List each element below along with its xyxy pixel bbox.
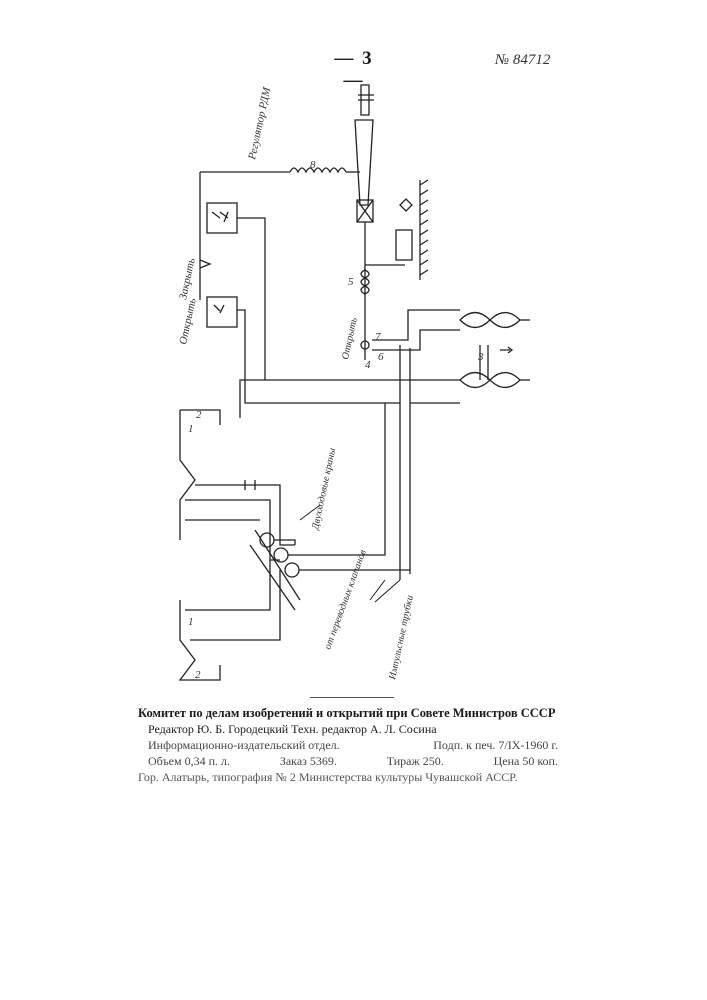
- price: Цена 50 коп.: [494, 753, 558, 769]
- num-1-upper: 1: [188, 423, 194, 435]
- label-open: Открыть: [177, 297, 198, 345]
- wall-hatch: [420, 180, 428, 280]
- label-twoway-valves: Двухходовые краны: [310, 447, 338, 532]
- num-8: 8: [310, 159, 316, 171]
- dept-line: Информационно-издательский отдел. Подп. …: [138, 737, 558, 753]
- label-from-valves: от переводных клапанов: [322, 548, 368, 651]
- label-open-left: Открыть: [340, 316, 360, 360]
- printer-line: Гор. Алатырь, типография № 2 Министерств…: [138, 769, 558, 785]
- num-3: 3: [477, 351, 484, 363]
- valve-lower: [460, 373, 520, 388]
- dept: Информационно-издательский отдел.: [148, 737, 340, 753]
- wing-nut: [400, 199, 412, 211]
- label-impulse-tubes: Импульсные трубки: [387, 594, 416, 681]
- relay-box-lower: [207, 297, 237, 327]
- num-2-upper: 2: [196, 409, 202, 421]
- num-5: 5: [348, 276, 354, 288]
- volume-line: Объем 0,34 п. л. Заказ 5369. Тираж 250. …: [138, 753, 558, 769]
- relay-box-upper: [207, 203, 237, 233]
- volume: Объем 0,34 п. л.: [148, 753, 230, 769]
- num-6: 6: [378, 351, 384, 363]
- signed-date: Подп. к печ. 7/IX-1960 г.: [433, 737, 558, 753]
- num-2-lower: 2: [195, 669, 201, 681]
- switch-close: [200, 260, 210, 268]
- valve-circle-3: [285, 563, 299, 577]
- num-7: 7: [375, 331, 381, 343]
- lever-main: [355, 120, 373, 205]
- footer-rule: [310, 697, 394, 698]
- committee-line: Комитет по делам изобретений и открытий …: [138, 705, 558, 721]
- imprint: Комитет по делам изобретений и открытий …: [138, 705, 558, 785]
- bracket: [396, 230, 412, 260]
- num-1-lower: 1: [188, 616, 194, 628]
- label-regulator: Регулятор РДМ: [246, 85, 273, 161]
- num-4: 4: [365, 359, 371, 371]
- valve-upper: [460, 313, 520, 328]
- print-run: Тираж 250.: [387, 753, 444, 769]
- coil-8: [290, 168, 346, 172]
- editors-line: Редактор Ю. Б. Городецкий Техн. редактор…: [138, 721, 558, 737]
- label-close: Закрыть: [177, 257, 197, 301]
- order: Заказ 5369.: [280, 753, 337, 769]
- valve-circle-2: [274, 548, 288, 562]
